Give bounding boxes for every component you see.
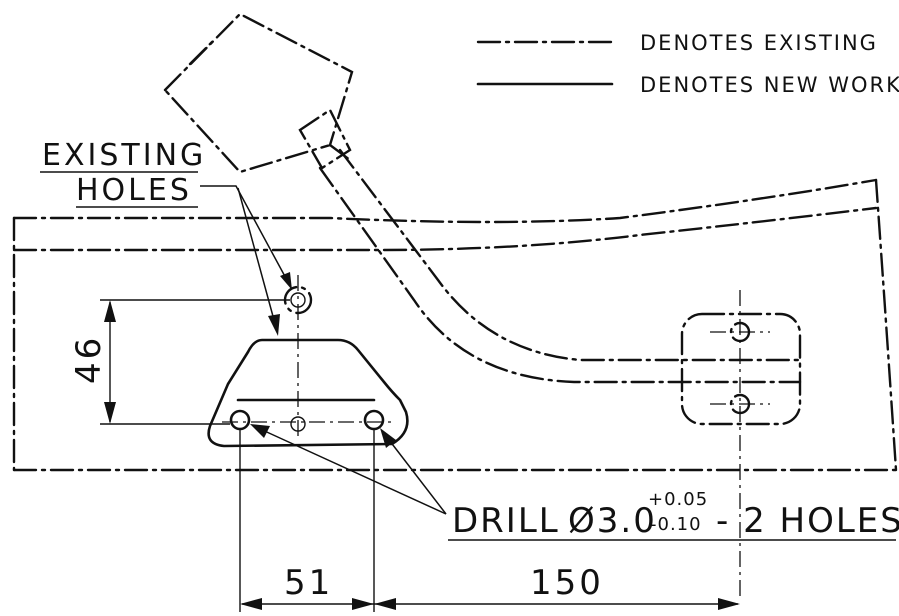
- drill-arrow-right: [380, 428, 396, 448]
- existing-panel-right-edge: [874, 178, 898, 472]
- dimension-46: 46: [69, 299, 290, 425]
- existing-holes-callout: EXISTING HOLES: [40, 138, 292, 336]
- existing-holes-label-line1: EXISTING: [42, 138, 206, 173]
- existing-holes-label-line2: HOLES: [76, 173, 192, 208]
- dim-51-arrow-right: [352, 598, 374, 610]
- existing-cable-upper: [338, 148, 802, 362]
- existing-holes-arrow-b: [268, 314, 280, 336]
- dim-46-arrow-top: [104, 300, 116, 322]
- legend-new-work-label: DENOTES NEW WORK: [640, 73, 899, 97]
- dim-51-arrow-left: [240, 598, 262, 610]
- dim-46-value: 46: [69, 335, 109, 384]
- drill-leader-right: [385, 435, 447, 515]
- dim-150-arrow-left: [374, 598, 396, 610]
- existing-cable-lower: [318, 166, 802, 384]
- new-bracket-centre-mark: [290, 416, 306, 432]
- drill-tolerance-upper: +0.05: [648, 489, 708, 510]
- dim-150-value: 150: [530, 563, 604, 603]
- dim-51-value: 51: [284, 563, 333, 603]
- drill-arrow-left: [250, 424, 270, 438]
- drill-leader-left: [257, 427, 447, 515]
- dim-150-arrow-right: [718, 598, 740, 610]
- drill-label-diameter: Ø3.0: [568, 501, 657, 541]
- new-work: [207, 338, 409, 448]
- legend-existing-label: DENOTES EXISTING: [640, 31, 878, 55]
- dim-46-arrow-bottom: [104, 402, 116, 424]
- existing-panel-second-edge: [12, 206, 878, 252]
- centre-lines: [222, 275, 770, 600]
- existing-holes-arrow-a: [280, 272, 292, 290]
- existing-device-body: [163, 12, 354, 174]
- existing-device-connector: [298, 108, 352, 170]
- existing-right-bracket: [680, 312, 802, 426]
- drill-label-suffix: - 2 HOLES: [716, 501, 899, 541]
- drill-label-prefix: DRILL: [452, 501, 560, 541]
- existing-holes-leader-b: [237, 187, 275, 321]
- dimensions-horizontal: 51 150: [239, 430, 740, 612]
- existing-structure: [12, 12, 898, 472]
- new-drill-hole-left: [229, 409, 251, 431]
- legend: DENOTES EXISTING DENOTES NEW WORK: [476, 31, 899, 97]
- existing-holes-leader-a: [200, 185, 289, 283]
- existing-panel-top-edge: [12, 178, 878, 224]
- new-bracket-outline: [207, 338, 409, 448]
- new-drill-hole-right: [363, 409, 385, 431]
- drill-callout: DRILL Ø3.0 +0.05 -0.10 - 2 HOLES: [250, 424, 899, 541]
- drill-tolerance-lower: -0.10: [650, 514, 702, 535]
